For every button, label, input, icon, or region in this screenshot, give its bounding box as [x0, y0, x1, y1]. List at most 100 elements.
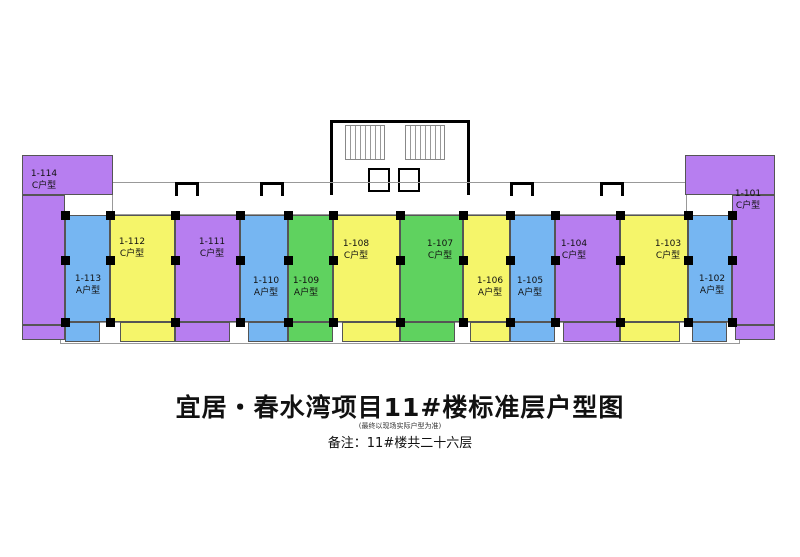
unit-type: C户型 — [735, 201, 761, 211]
unit-type: A户型 — [699, 286, 725, 296]
structural-column — [329, 256, 338, 265]
bay-window — [175, 182, 199, 196]
unit-1-114 — [22, 155, 113, 195]
unit-1-109 — [288, 215, 333, 322]
structural-column — [284, 256, 293, 265]
unit-1-102 — [688, 215, 732, 322]
unit-1-101 — [732, 195, 775, 325]
structural-column — [396, 256, 405, 265]
structural-column — [106, 211, 115, 220]
structural-column — [728, 318, 737, 327]
unit-type: A户型 — [517, 288, 543, 298]
structural-column — [236, 318, 245, 327]
balcony-1-110 — [248, 322, 288, 342]
unit-type: C户型 — [343, 251, 369, 261]
unit-number: 1-107 — [426, 239, 454, 249]
structural-column — [506, 318, 515, 327]
structural-column — [329, 211, 338, 220]
balcony-1-101 — [735, 325, 775, 340]
structural-column — [728, 211, 737, 220]
unit-number: 1-113 — [74, 274, 102, 284]
balcony-1-102 — [692, 322, 727, 342]
structural-column — [684, 318, 693, 327]
structural-column — [284, 211, 293, 220]
structural-column — [396, 211, 405, 220]
elevator-right — [398, 168, 420, 192]
balcony-1-108 — [342, 322, 400, 342]
unit-number: 1-101 — [734, 189, 762, 199]
unit-1-106 — [463, 215, 510, 322]
unit-type: A户型 — [293, 288, 319, 298]
structural-column — [171, 211, 180, 220]
unit-type: C户型 — [655, 251, 681, 261]
unit-type: A户型 — [75, 286, 101, 296]
unit-number: 1-114 — [30, 169, 58, 179]
unit-1-110 — [240, 215, 288, 322]
bay-window — [260, 182, 284, 196]
unit-1-101 — [685, 155, 775, 195]
structural-column — [728, 256, 737, 265]
structural-column — [459, 256, 468, 265]
unit-1-113 — [65, 215, 110, 322]
balcony-1-104 — [563, 322, 620, 342]
structural-column — [684, 256, 693, 265]
structural-column — [171, 318, 180, 327]
structural-column — [551, 318, 560, 327]
unit-number: 1-112 — [118, 237, 146, 247]
structural-column — [506, 211, 515, 220]
balcony-1-111 — [175, 322, 230, 342]
structural-column — [236, 211, 245, 220]
structural-column — [106, 256, 115, 265]
unit-type: C户型 — [427, 251, 453, 261]
unit-type: A户型 — [477, 288, 503, 298]
structural-column — [551, 256, 560, 265]
structural-column — [684, 211, 693, 220]
structural-column — [396, 318, 405, 327]
structural-column — [616, 318, 625, 327]
structural-column — [329, 318, 338, 327]
elevator-left — [368, 168, 390, 192]
bay-window — [600, 182, 624, 196]
structural-column — [551, 211, 560, 220]
unit-1-105 — [510, 215, 555, 322]
structural-column — [616, 211, 625, 220]
unit-1-111 — [175, 215, 240, 322]
structural-column — [284, 318, 293, 327]
unit-number: 1-103 — [654, 239, 682, 249]
unit-1-107 — [400, 215, 463, 322]
structural-column — [61, 256, 70, 265]
page-title: 宜居・春水湾项目11#楼标准层户型图 — [175, 393, 625, 422]
structural-column — [459, 318, 468, 327]
structural-column — [459, 211, 468, 220]
balcony-1-105 — [510, 322, 555, 342]
unit-number: 1-108 — [342, 239, 370, 249]
bay-window — [510, 182, 534, 196]
unit-type: C户型 — [199, 249, 225, 259]
unit-number: 1-109 — [292, 276, 320, 286]
unit-1-112 — [110, 215, 175, 322]
unit-1-114 — [22, 195, 65, 325]
structural-column — [61, 211, 70, 220]
unit-number: 1-110 — [252, 276, 280, 286]
structural-column — [171, 256, 180, 265]
structural-column — [506, 256, 515, 265]
unit-number: 1-104 — [560, 239, 588, 249]
stair-lines — [405, 125, 445, 160]
structural-column — [61, 318, 70, 327]
note: 备注：11#楼共二十六层 — [327, 436, 473, 451]
balcony-1-113 — [65, 322, 100, 342]
